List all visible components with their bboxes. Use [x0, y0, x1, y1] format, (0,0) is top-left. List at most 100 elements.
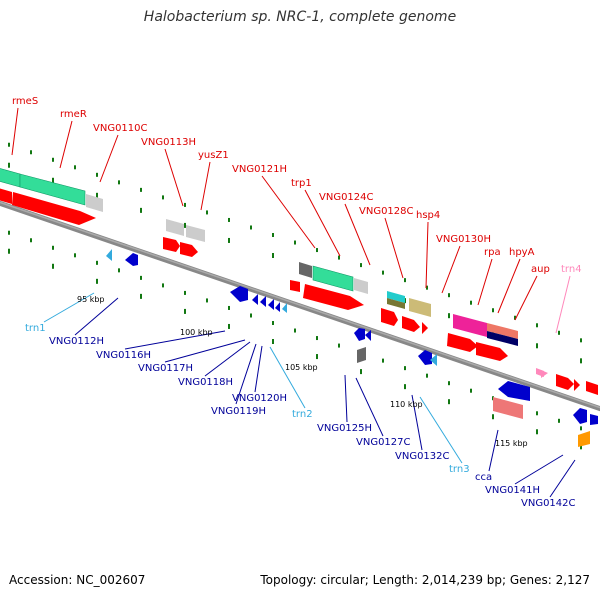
leader-line [59, 120, 73, 169]
gene-fwd-arrow-a [556, 374, 574, 390]
tick-dot [206, 210, 208, 215]
label-leaders [11, 107, 576, 498]
tick-dot [382, 358, 384, 363]
genome-backbone-highlight [0, 201, 600, 409]
tick-dot [470, 388, 472, 393]
label-vng0132c: VNG0132C [395, 451, 450, 462]
label-vng0119h: VNG0119H [211, 406, 266, 417]
tick-dot [272, 321, 274, 326]
gene-trn4-arrow-b [541, 370, 548, 378]
tick-dot [492, 308, 494, 313]
gene-rmeS-arrow [0, 188, 12, 204]
gene-vng0121h-arrow [290, 280, 300, 292]
leader-line [124, 330, 226, 350]
tick-dot [140, 293, 142, 299]
footer-stats: Topology: circular; Length: 2,014,239 bp… [260, 573, 590, 587]
tick-dot [272, 253, 274, 259]
gene-trp1-arrow [303, 284, 364, 310]
gene-vng0125h-arrow [354, 328, 365, 341]
tick-dot [558, 330, 560, 335]
leader-line [43, 292, 95, 323]
tick-dot [140, 207, 142, 213]
tick-dot [8, 162, 10, 168]
gene-trn2-arrow [282, 303, 287, 313]
tick-dot [426, 373, 428, 378]
tick-dot [316, 336, 318, 341]
gene-hsp4-block [409, 298, 431, 317]
tick-dot [8, 248, 10, 254]
gene-vng0113h-grey [166, 219, 184, 236]
scale-110kbp: 110 kbp [390, 400, 423, 409]
gene-vng0110c-grey [86, 194, 103, 212]
gene-hsp4-arrow [402, 316, 420, 332]
label-vng0142c: VNG0142C [521, 498, 576, 509]
gene-hpya-arrow [476, 342, 508, 361]
tick-dot [360, 369, 362, 375]
tick-dot [536, 343, 538, 349]
tick-dot [184, 222, 186, 228]
leader-line [99, 134, 119, 183]
label-trn2: trn2 [292, 409, 313, 420]
gene-rmeR-block [19, 173, 86, 206]
tick-dot [8, 230, 10, 235]
gene-vng0141h-arrow [573, 408, 587, 424]
label-trn3: trn3 [449, 464, 470, 475]
gene-vng0128c-cyan [387, 291, 405, 303]
tick-dot [52, 157, 54, 162]
label-cca: cca [475, 472, 492, 483]
tick-dot [448, 381, 450, 386]
tick-dot [162, 195, 164, 200]
forward-genes [0, 168, 598, 395]
gene-vng0127c-grey [357, 347, 366, 363]
tick-dot [206, 298, 208, 303]
gene-vng0132c-arrow [418, 350, 432, 365]
tick-dot [294, 328, 296, 333]
tick-dot [492, 414, 494, 420]
leader-line [164, 148, 184, 207]
tick-dot [338, 343, 340, 348]
leader-line [261, 175, 316, 249]
label-trp1: trp1 [291, 178, 312, 189]
tick-dot [338, 255, 340, 260]
tick-dot [184, 202, 186, 207]
label-yusZ1: yusZ1 [198, 150, 229, 161]
label-trn1: trn1 [25, 323, 46, 334]
scale-105kbp: 105 kbp [285, 363, 318, 372]
label-vng0112h: VNG0112H [49, 336, 104, 347]
leader-line [549, 459, 576, 498]
label-vng0124c: VNG0124C [319, 192, 374, 203]
tick-dot [580, 338, 582, 343]
tick-dot [448, 399, 450, 405]
gene-vng0125h-arrow-b [365, 330, 371, 341]
leader-line [235, 343, 257, 405]
leader-line [344, 374, 348, 423]
gene-vng0121h-grey [299, 262, 312, 278]
leader-line [200, 161, 211, 211]
leader-line [488, 429, 499, 472]
scale-95kbp: 95 kbp [77, 295, 105, 304]
gene-trn1-arrow [106, 249, 112, 261]
gene-hpya-block [487, 323, 518, 339]
leader-line [384, 217, 404, 279]
tick-dot [96, 260, 98, 265]
tick-dot [228, 217, 230, 222]
tick-dot [30, 150, 32, 155]
gene-vng0130h-arrow [422, 322, 428, 334]
leader-line [411, 394, 423, 451]
tick-dot [294, 240, 296, 245]
tick-dot [184, 290, 186, 295]
gene-rpa-block [453, 314, 487, 337]
gene-vng0113h-arrow [163, 237, 180, 252]
label-vng0128c: VNG0128C [359, 206, 414, 217]
gene-vng0112h-arrow [125, 253, 138, 266]
label-rmeS: rmeS [12, 96, 38, 107]
tick-dot [580, 426, 582, 431]
label-vng0141h: VNG0141H [485, 485, 540, 496]
gene-fwd-arrow-c [586, 381, 598, 395]
leader-line [254, 345, 263, 393]
gene-yusz1-arrow [180, 242, 198, 257]
footer-accession: Accession: NC_002607 [9, 573, 146, 587]
tick-dot [470, 300, 472, 305]
tick-dot [228, 237, 230, 243]
